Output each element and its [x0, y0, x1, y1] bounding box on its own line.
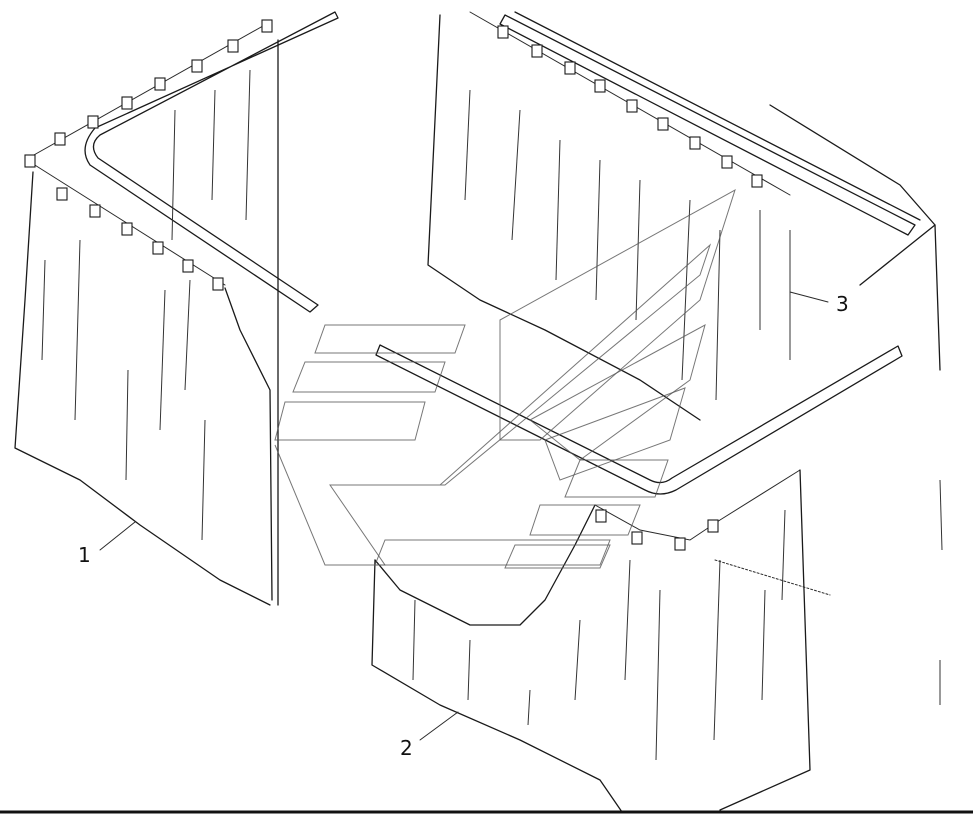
callout-3-label: 3 [836, 292, 849, 316]
callout-1-label: 1 [78, 543, 91, 567]
curtain-back [427, 11, 943, 705]
callouts: 1 2 3 [78, 291, 849, 760]
curtain-front-hooks [595, 509, 719, 551]
logo-chevron-icon [274, 188, 736, 569]
curtain-left [14, 11, 339, 606]
curtain-back-folds [464, 89, 943, 705]
curtain-left-folds [41, 69, 251, 541]
curtain-front-folds [412, 509, 786, 761]
curtain-front [371, 344, 903, 813]
curtain-back-hooks [497, 25, 763, 188]
callout-2-label: 2 [400, 736, 413, 760]
curtain-left-hooks [24, 19, 273, 291]
